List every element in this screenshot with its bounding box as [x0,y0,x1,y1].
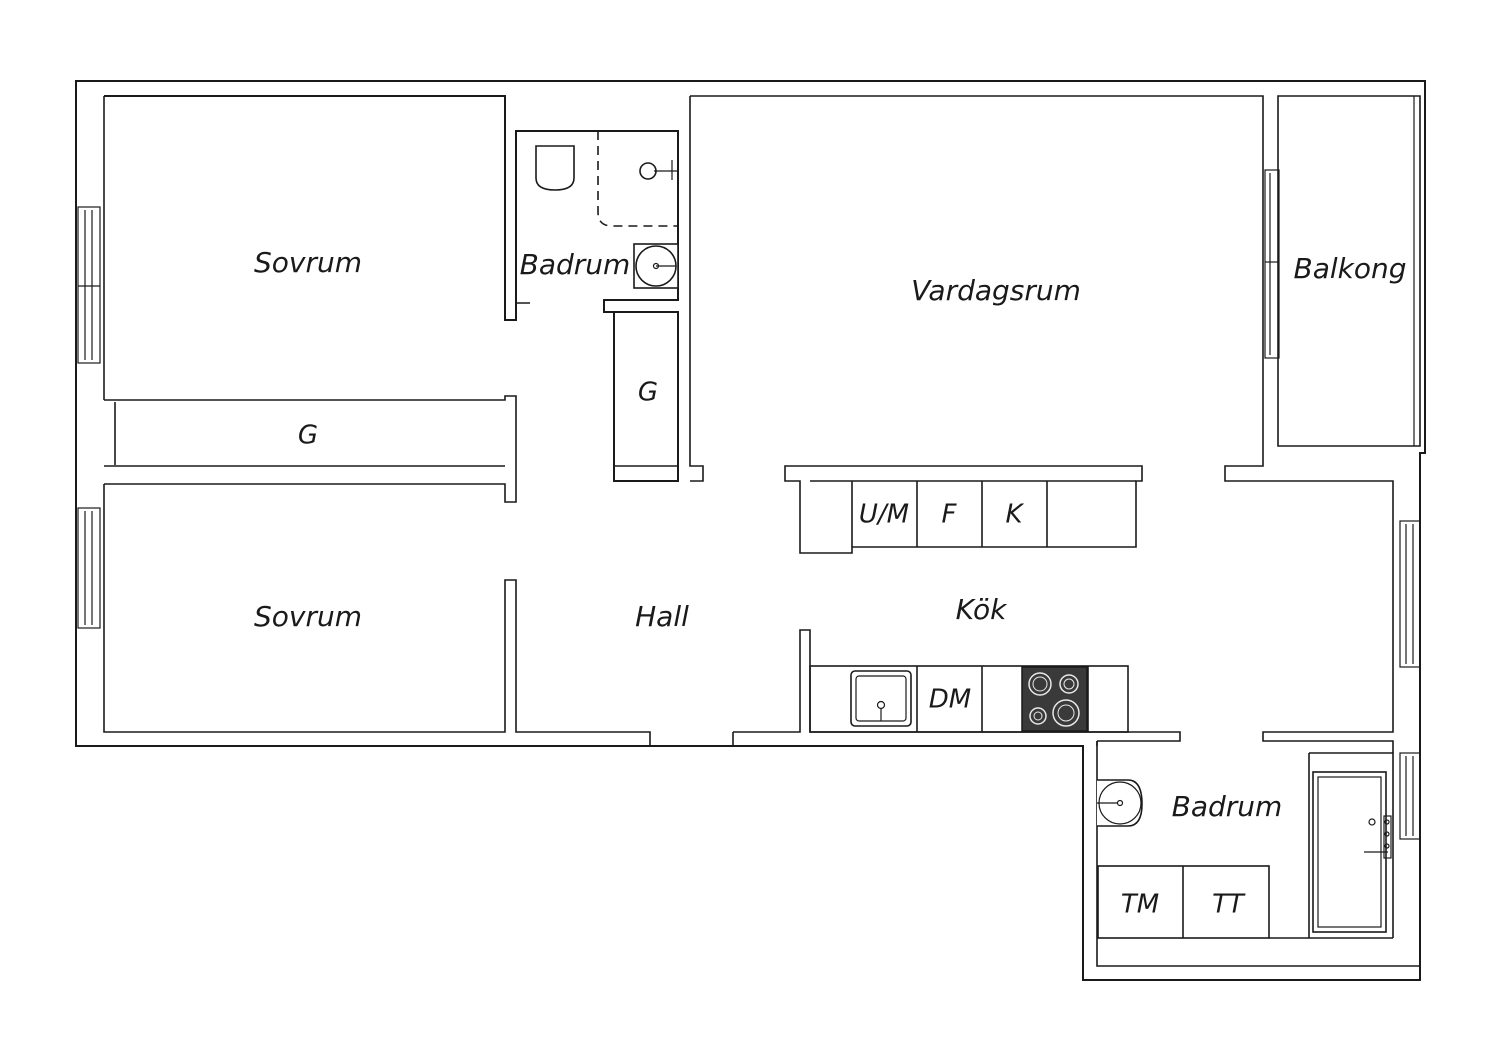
windows [77,96,1421,840]
room-label-sovrum-bottom: Sovrum [254,600,362,633]
laundry-unit-label-tt: TT [1212,890,1246,920]
room-label-vardagsrum: Vardagsrum [911,274,1081,307]
room-label-kok: Kök [956,593,1008,626]
laundry-unit-label-tm: TM [1121,890,1159,920]
unit-labels: G G U/M F K DM TM TT [298,378,1246,920]
washbasin-icon [1097,779,1143,827]
room-labels: Sovrum Badrum Vardagsrum Balkong Sovrum … [254,246,1407,823]
kitchen-lower-counter [809,665,1129,733]
closet-label-g-hall: G [638,378,658,408]
kitchen-sink-icon [850,670,912,727]
toilet-icon [535,145,575,191]
room-label-badrum-large: Badrum [1172,790,1283,823]
kitchen-unit-label-um: U/M [859,500,909,530]
closet-label-g-bedroom: G [298,421,318,451]
kitchen-upper-counter [784,465,1143,554]
kitchen-unit-label-k: K [1005,500,1024,530]
room-label-badrum-small: Badrum [520,248,631,281]
small-bathroom-fixtures [535,131,679,289]
room-label-hall: Hall [635,600,689,633]
outer-walls [75,80,1426,981]
kitchen-unit-label-dm: DM [929,685,971,715]
room-label-sovrum-top: Sovrum [254,246,362,279]
kitchen-unit-label-f: F [942,500,958,530]
large-bathroom-fixtures [1097,771,1393,939]
room-label-balkong: Balkong [1293,252,1406,285]
shower-head-icon [639,162,657,180]
